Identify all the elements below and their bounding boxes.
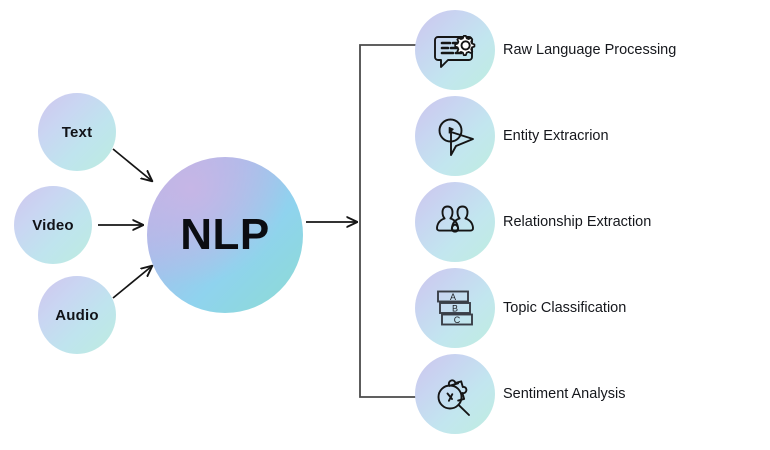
two-people-icon <box>415 182 495 262</box>
nlp-hub-label: NLP <box>180 210 270 259</box>
output-item-entity-extraction[interactable]: Entity Extracrion <box>415 96 609 176</box>
output-label-sentiment-analysis: Sentiment Analysis <box>503 385 626 402</box>
input-node-audio-label: Audio <box>55 306 99 324</box>
speech-bubble-gear-icon <box>415 10 495 90</box>
input-node-audio[interactable]: Audio <box>38 276 116 354</box>
magnifier-puzzle-icon <box>415 354 495 434</box>
arrow-audio-to-nlp <box>112 266 152 299</box>
arrow-text-to-nlp <box>112 148 152 181</box>
output-bracket <box>359 44 416 398</box>
output-label-topic-classification: Topic Classification <box>503 299 627 316</box>
nlp-hub-node[interactable]: NLP <box>147 157 303 313</box>
input-node-text[interactable]: Text <box>38 93 116 171</box>
cursor-lens-icon <box>415 96 495 176</box>
output-item-raw-language-processing[interactable]: Raw Language Processing <box>415 10 676 90</box>
output-label-entity-extraction: Entity Extracrion <box>503 127 609 144</box>
stacked-labels-icon: A B C <box>415 268 495 348</box>
input-node-video[interactable]: Video <box>14 186 92 264</box>
stacked-label-c: C <box>454 315 461 325</box>
stacked-label-a: A <box>450 292 456 302</box>
output-item-topic-classification[interactable]: A B C Topic Classification <box>415 268 626 348</box>
output-label-raw-language-processing: Raw Language Processing <box>503 41 677 58</box>
output-label-relationship-extraction: Relationship Extraction <box>503 213 652 230</box>
output-item-relationship-extraction[interactable]: Relationship Extraction <box>415 182 651 262</box>
input-node-text-label: Text <box>61 123 93 141</box>
input-node-video-label: Video <box>32 216 74 234</box>
stacked-label-b: B <box>452 303 458 313</box>
output-item-sentiment-analysis[interactable]: Sentiment Analysis <box>415 354 626 434</box>
